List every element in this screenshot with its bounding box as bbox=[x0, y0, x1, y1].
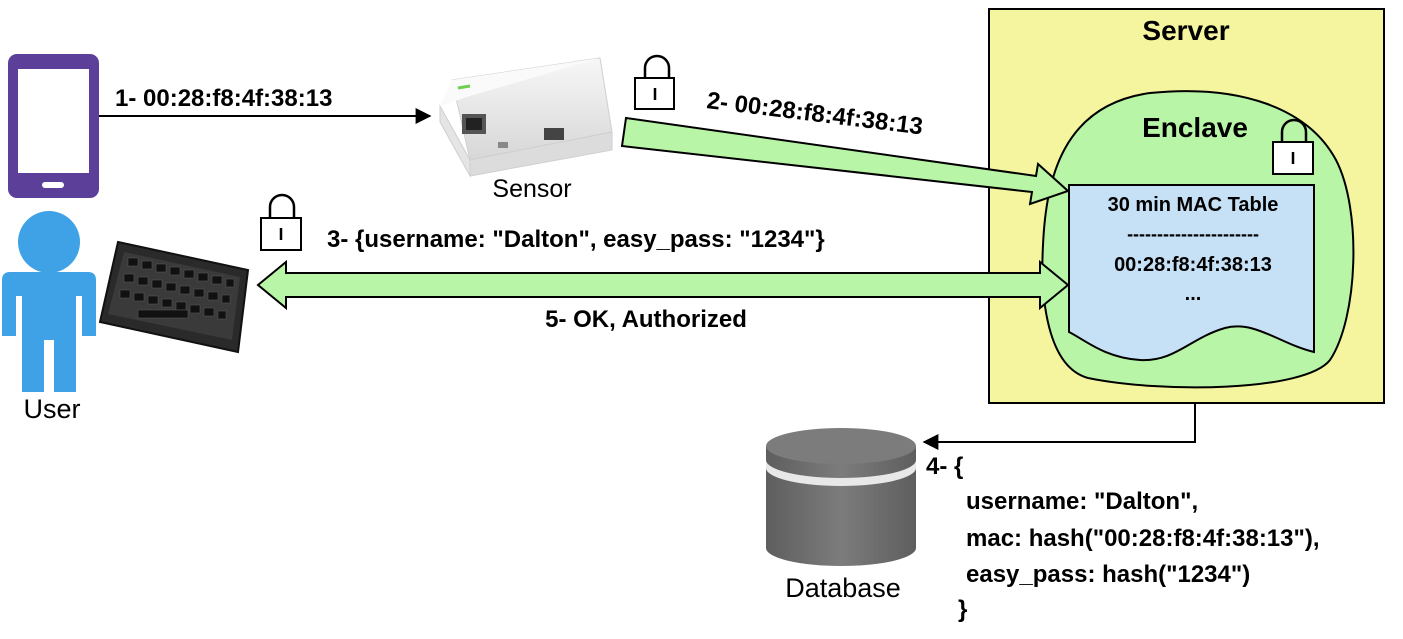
mac-table-title: 30 min MAC Table bbox=[1108, 194, 1279, 216]
arrow-step3-step5 bbox=[256, 259, 1070, 311]
step4-line2: mac: hash("00:28:f8:4f:38:13"), bbox=[966, 525, 1320, 552]
lock-icon-step2 bbox=[634, 54, 675, 110]
step3-label: 3- {username: "Dalton", easy_pass: "1234… bbox=[327, 226, 825, 253]
database-label: Database bbox=[785, 573, 901, 603]
sensor-icon bbox=[439, 57, 613, 178]
user-icon bbox=[2, 211, 96, 392]
step4-line3: easy_pass: hash("1234") bbox=[966, 561, 1250, 588]
step2-label: 2- 00:28:f8:4f:38:13 bbox=[705, 87, 924, 140]
arrow-step2 bbox=[620, 116, 1070, 206]
keyboard-icon bbox=[98, 240, 250, 354]
enclave-label: Enclave bbox=[1142, 112, 1248, 143]
user-label: User bbox=[23, 394, 80, 424]
arrow-step4 bbox=[922, 403, 1196, 450]
phone-icon bbox=[8, 54, 99, 198]
database-icon bbox=[766, 428, 916, 566]
step5-label: 5- OK, Authorized bbox=[545, 306, 747, 333]
step4-open: 4- { bbox=[926, 453, 963, 480]
mac-table-document bbox=[1068, 184, 1315, 362]
sensor-label: Sensor bbox=[492, 175, 571, 203]
step1-label: 1- 00:28:f8:4f:38:13 bbox=[115, 85, 332, 112]
step4-line1: username: "Dalton", bbox=[966, 488, 1198, 515]
step4-close: } bbox=[958, 596, 967, 623]
lock-icon-step3 bbox=[260, 193, 302, 251]
mac-table-entry: 00:28:f8:4f:38:13 bbox=[1114, 254, 1272, 276]
server-label: Server bbox=[1142, 15, 1229, 46]
enclave-lock-icon bbox=[1272, 118, 1314, 175]
mac-table-divider: ---------------------- bbox=[1127, 224, 1259, 244]
mac-table-more: ... bbox=[1185, 283, 1202, 305]
